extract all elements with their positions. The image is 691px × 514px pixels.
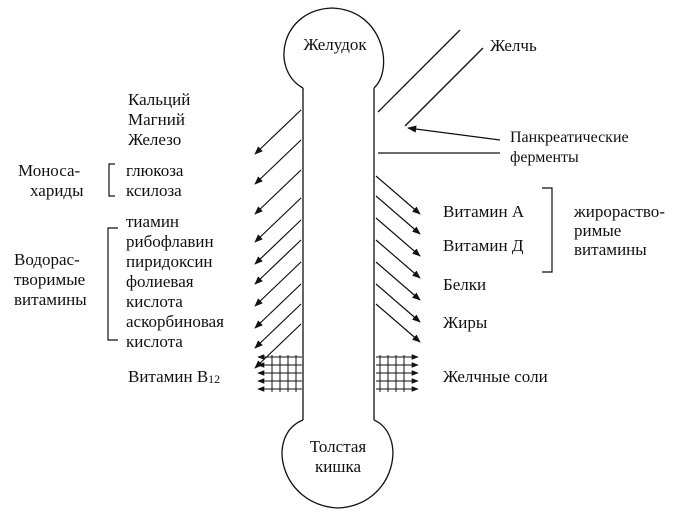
bile-duct-line-2: [404, 47, 484, 127]
absorption-arrow-right: [375, 283, 421, 323]
monosaccharides-group-line1: Моноса-: [18, 161, 81, 180]
pancreatic-label-line1: Панкреатические: [510, 129, 629, 146]
absorption-arrow-left: [254, 323, 302, 369]
vitamin-d-label: Витамин Д: [443, 236, 524, 255]
monosaccharides-group-line2: хариды: [30, 181, 84, 200]
vitamin-b12-subscript: 12: [208, 372, 221, 386]
bile-salts-exchange-block: [376, 354, 419, 392]
fat-soluble-group-line2: римые: [574, 221, 622, 240]
folic-label-line1: фолиевая: [126, 272, 194, 291]
absorption-arrow-left: [254, 219, 302, 265]
ascorbic-label-line2: кислота: [126, 332, 183, 351]
fat-soluble-bracket: [542, 187, 553, 273]
absorption-arrow-right: [375, 175, 421, 215]
mineral-calcium: Кальций: [128, 90, 191, 109]
absorption-arrow-left: [254, 239, 302, 285]
stomach-outline: [283, 7, 385, 89]
bile-label: Желчь: [490, 36, 537, 55]
absorption-arrow-left: [254, 139, 302, 185]
absorption-arrow-left: [254, 109, 302, 155]
thiamine-label: тиамин: [126, 212, 180, 231]
fats-label: Жиры: [443, 313, 488, 332]
absorption-arrow-right: [375, 261, 421, 301]
proteins-label: Белки: [443, 275, 487, 294]
fat-soluble-group-line3: витамины: [574, 240, 647, 259]
mineral-iron: Железо: [128, 130, 182, 149]
mineral-magnesium: Магний: [128, 110, 185, 129]
monosaccharides-bracket: [108, 163, 115, 197]
pancreatic-label-line2: ферменты: [510, 149, 579, 166]
water-soluble-group-line2: творимые: [14, 270, 86, 289]
fat-soluble-group-line1: жирораство-: [574, 202, 665, 221]
water-soluble-group-line1: Водорас-: [14, 250, 80, 269]
pancreatic-arrow: [407, 125, 501, 141]
pyridoxine-label: пиридоксин: [126, 252, 213, 271]
colon-outline: [281, 419, 394, 509]
b12-exchange-block: [257, 354, 302, 392]
absorption-arrow-right: [375, 195, 421, 235]
folic-label-line2: кислота: [126, 292, 183, 311]
absorption-arrow-right: [375, 217, 421, 257]
vitamin-b12-text: Витамин В: [128, 367, 209, 386]
absorption-arrow-left: [254, 261, 302, 307]
vitamin-a-label: Витамин А: [443, 202, 525, 221]
riboflavin-label: рибофлавин: [126, 232, 214, 251]
bile-salts-label: Желчные соли: [443, 367, 548, 386]
xylose-label: ксилоза: [126, 181, 182, 200]
glucose-label: глюкоза: [126, 161, 184, 180]
water-soluble-group-line3: витамины: [14, 290, 87, 309]
stomach-label: Желудок: [303, 35, 367, 54]
absorption-arrow-left: [254, 197, 302, 243]
colon-label-line2: кишка: [315, 457, 361, 476]
absorption-arrow-left: [254, 303, 302, 349]
water-soluble-bracket: [107, 227, 118, 341]
absorption-arrow-right: [375, 239, 421, 279]
absorption-arrow-left: [254, 283, 302, 329]
bile-duct-line: [377, 29, 461, 113]
absorption-arrow-right: [375, 303, 421, 343]
ascorbic-label-line1: аскорбиновая: [126, 312, 224, 331]
vitamin-b12-label: Витамин В12: [128, 367, 220, 389]
colon-label-line1: Толстая: [309, 437, 367, 456]
absorption-arrow-left: [254, 169, 302, 215]
